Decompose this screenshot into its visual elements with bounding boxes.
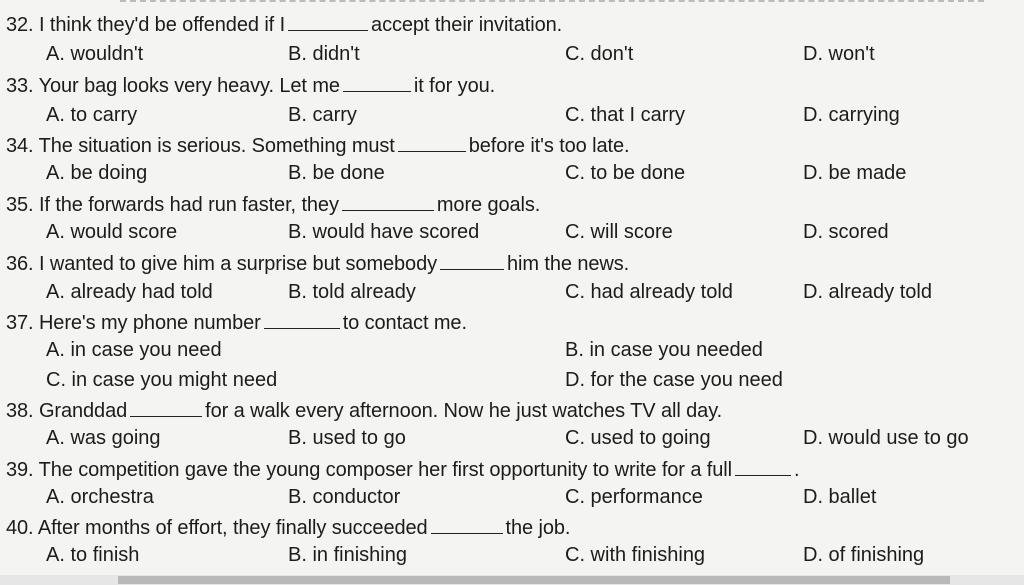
question-37: 37. Here's my phone number to contact me. [6,310,467,335]
option-a: A. already had told [46,281,213,303]
option-d: D. be made [803,162,907,184]
option-c: C. performance [565,486,703,508]
question-stem: 34. The situation is serious. Something … [6,135,395,157]
option-b: B. didn't [288,43,360,65]
option-c: C. had already told [565,281,733,303]
question-stem-end: to contact me. [342,312,467,334]
question-stem: 32. I think they'd be offended if I [6,14,286,36]
scrollbar-thumb[interactable] [118,576,950,584]
question-36: 36. I wanted to give him a surprise but … [6,251,629,276]
question-stem-end: for a walk every afternoon. Now he just … [205,400,723,422]
answer-blank [734,457,791,476]
question-34: 34. The situation is serious. Something … [6,133,630,158]
option-d: D. would use to go [803,427,969,449]
question-39: 39. The competition gave the young compo… [6,457,800,482]
option-c: C. that I carry [565,104,686,126]
answer-blank [288,12,369,31]
option-b: B. in case you needed [565,339,763,361]
option-c: C. to be done [565,162,686,184]
option-b: B. told already [288,281,416,303]
option-d: D. carrying [803,104,900,126]
option-b: B. conductor [288,486,401,508]
question-32: 32. I think they'd be offended if I accep… [6,12,562,37]
answer-blank [263,310,340,329]
question-stem: 39. The competition gave the young compo… [6,459,732,481]
option-c: C. used to going [565,427,711,449]
option-a: A. wouldn't [46,43,144,65]
option-d: D. for the case you need [565,369,783,391]
question-33: 33. Your bag looks very heavy. Let me it … [6,73,495,98]
question-stem-end: before it's too late. [468,135,630,157]
option-a: A. would score [46,221,178,243]
option-b: B. would have scored [288,221,480,243]
question-stem-end: . [793,459,800,481]
question-38: 38. Granddad for a walk every afternoon. … [6,398,722,423]
option-a: A. orchestra [46,486,154,508]
question-stem-end: him the news. [507,253,630,275]
horizontal-scrollbar[interactable] [0,575,1024,585]
question-stem: 38. Granddad [6,400,128,422]
answer-blank [130,398,203,417]
option-c: C. with finishing [565,544,706,566]
question-35: 35. If the forwards had run faster, they… [6,192,540,217]
option-b: B. be done [288,162,385,184]
cropped-previous-line [120,0,984,6]
option-c: C. in case you might need [46,369,278,391]
question-40: 40. After months of effort, they finally… [6,515,570,540]
option-b: B. carry [288,104,357,126]
answer-blank [341,192,434,211]
question-stem: 35. If the forwards had run faster, they [6,194,339,216]
option-d: D. scored [803,221,889,243]
option-a: A. be doing [46,162,148,184]
option-a: A. to carry [46,104,138,126]
question-stem-end: it for you. [413,75,496,97]
question-stem-end: accept their invitation. [371,14,563,36]
question-stem: 36. I wanted to give him a surprise but … [6,253,437,275]
question-stem-end: the job. [505,517,571,539]
question-stem: 33. Your bag looks very heavy. Let me [6,75,340,97]
option-d: D. ballet [803,486,877,508]
option-c: C. will score [565,221,673,243]
option-d: D. of finishing [803,544,925,566]
option-c: C. don't [565,43,634,65]
option-d: D. won't [803,43,875,65]
option-b: B. used to go [288,427,406,449]
answer-blank [397,133,466,152]
answer-blank [342,73,411,92]
option-b: B. in finishing [288,544,407,566]
answer-blank [440,251,504,270]
option-a: A. to finish [46,544,140,566]
question-stem: 37. Here's my phone number [6,312,261,334]
question-stem-end: more goals. [436,194,541,216]
answer-blank [430,515,503,534]
option-a: A. was going [46,427,161,449]
option-d: D. already told [803,281,932,303]
question-stem: 40. After months of effort, they finally… [6,517,428,539]
option-a: A. in case you need [46,339,222,361]
